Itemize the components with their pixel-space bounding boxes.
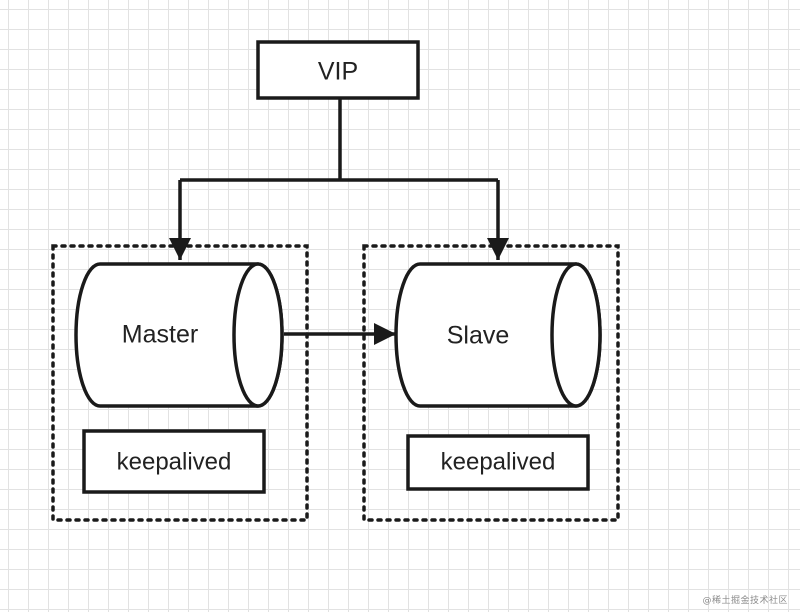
slave-node[interactable]: Slave bbox=[394, 262, 602, 408]
master-keepalived-node[interactable]: keepalived bbox=[82, 429, 266, 494]
vip-label: VIP bbox=[318, 58, 358, 86]
vip-box bbox=[256, 40, 420, 100]
master-cylinder-cap bbox=[232, 262, 284, 408]
vip-node[interactable]: VIP bbox=[256, 40, 420, 100]
master-keepalived-box bbox=[82, 429, 266, 494]
master-label: Master bbox=[122, 321, 198, 349]
vip-connector bbox=[180, 98, 498, 182]
slave-keepalived-node[interactable]: keepalived bbox=[406, 434, 590, 491]
slave-cylinder-cap bbox=[550, 262, 602, 408]
master-keepalived-label: keepalived bbox=[117, 448, 232, 475]
slave-keepalived-box bbox=[406, 434, 590, 491]
master-node[interactable]: Master bbox=[74, 262, 284, 408]
slave-keepalived-label: keepalived bbox=[441, 448, 556, 475]
slave-label: Slave bbox=[447, 322, 510, 350]
watermark: @稀土掘金技术社区 bbox=[702, 596, 788, 606]
